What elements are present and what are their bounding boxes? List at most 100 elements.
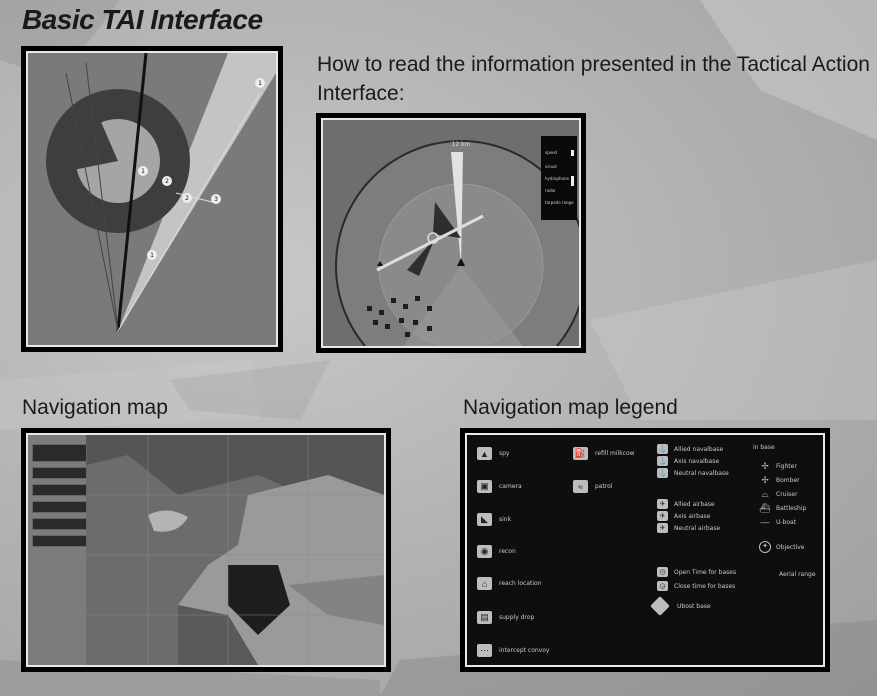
island-landmass — [148, 510, 188, 532]
panel-label-visual: visual — [545, 164, 557, 169]
target-wedge — [407, 238, 435, 276]
marker-1 — [147, 250, 157, 260]
nav-menu-button[interactable] — [32, 484, 87, 496]
legend-item-allied-airbase: ✈ Allied airbase — [657, 499, 715, 509]
nav-map-frame — [21, 428, 391, 672]
view-sector — [403, 266, 523, 346]
convoy-ships — [367, 296, 432, 337]
legend-item-neutral-airbase: ✈ Neutral airbase — [657, 523, 720, 533]
marker-label: 1 — [141, 168, 145, 175]
legend-item-spy: ▲ spy — [477, 447, 510, 460]
legend-item-close-time: ◶ Close time for bases — [657, 581, 735, 591]
legend-item-recon: ◉ recon — [477, 545, 516, 558]
target-wedge — [433, 202, 461, 238]
battleship-icon: ⛴ — [759, 503, 771, 513]
tai-diagram: 1 1 1 2 2 3 — [28, 53, 276, 345]
airbase-icon: ✈ — [657, 523, 668, 533]
nav-legend: ▲ spy ▣ camera ◣ sink ◉ recon ⌂ reach lo… — [467, 435, 823, 665]
uboat-base-icon — [650, 596, 670, 616]
nav-header-panel — [32, 444, 87, 462]
legend-item-patrol: ≈ patrol — [573, 480, 613, 493]
legend-item-supply-drop: ▤ supply drop — [477, 611, 534, 624]
legend-item-neutral-navalbase: ⚓ Neutral navalbase — [657, 468, 729, 478]
marker-label: 1 — [150, 252, 154, 259]
nav-menu-button[interactable] — [32, 467, 87, 479]
legend-item-axis-navalbase: ⚓ Axis navalbase — [657, 456, 720, 466]
marker-label: 1 — [258, 80, 262, 87]
nav-legend-frame: ▲ spy ▣ camera ◣ sink ◉ recon ⌂ reach lo… — [460, 428, 830, 672]
naval-base-icon: ⚓ — [657, 456, 668, 466]
target-marker — [427, 232, 439, 244]
tai-screen: 12 km speed visual hydrophone radar — [323, 120, 579, 346]
aerial-range-label: Aerial range — [779, 571, 816, 578]
connector-line — [175, 192, 217, 204]
timer-icon: ◷ — [657, 567, 668, 577]
marker-1 — [138, 166, 148, 176]
panel-label-radar: radar — [545, 188, 556, 193]
tai-screen-frame: 12 km speed visual hydrophone radar — [316, 113, 586, 353]
patrol-icon: ≈ — [573, 480, 588, 493]
nav-menu-button[interactable] — [32, 535, 87, 547]
panel-label-hydrophone: hydrophone — [545, 176, 570, 181]
unit-header: in base — [753, 444, 775, 451]
legend-item-cruiser: ⌓ Cruiser — [759, 489, 797, 500]
bearing-line — [65, 72, 119, 332]
legend-item-sink: ◣ sink — [477, 513, 511, 526]
range-label: 12 km — [452, 141, 471, 148]
legend-item-uboat: — U-boat — [760, 517, 797, 527]
marker-label: 2 — [165, 178, 169, 185]
bearing-line — [85, 62, 119, 332]
marker-label: 3 — [214, 196, 218, 203]
legend-item-fighter: ✢ Fighter — [759, 461, 797, 472]
legend-item-axis-airbase: ✈ Axis airbase — [657, 511, 710, 521]
legend-item-objective: ✦ Objective — [759, 541, 804, 553]
eastern-region — [288, 575, 384, 625]
legend-item-battleship: ⛴ Battleship — [759, 503, 807, 513]
nav-legend-label: Navigation map legend — [463, 396, 678, 419]
highlighted-territory — [228, 565, 290, 635]
reach-icon: ⌂ — [477, 577, 492, 590]
tai-diagram-frame: 1 1 1 2 2 3 — [21, 46, 283, 352]
fighter-icon: ✢ — [761, 461, 769, 471]
page-title: Basic TAI Interface — [22, 4, 263, 35]
marker-3 — [211, 194, 221, 204]
timer-icon: ◶ — [657, 581, 668, 591]
airbase-icon: ✈ — [657, 511, 668, 521]
camera-icon: ▣ — [477, 480, 492, 493]
southern-region — [178, 605, 258, 665]
nav-menu-button[interactable] — [32, 518, 87, 530]
nav-side-panel — [32, 439, 87, 547]
heading-line — [116, 53, 148, 332]
marker-2 — [182, 193, 192, 203]
legend-item-open-time: ◷ Open Time for bases — [657, 567, 736, 577]
marker-2 — [162, 176, 172, 186]
legend-item-reach-location: ⌂ reach location — [477, 577, 542, 590]
bearing-line — [376, 214, 484, 272]
panel-label-torpedo-range: torpedo range — [545, 200, 574, 205]
bearing-line — [117, 92, 261, 332]
nav-map — [28, 435, 384, 665]
legend-item-bomber: ✢ Bomber — [759, 475, 799, 486]
objective-icon: ✦ — [759, 541, 771, 553]
spy-icon: ▲ — [477, 447, 492, 460]
ship-icon — [457, 258, 465, 266]
bomber-icon: ✢ — [761, 475, 769, 485]
recon-icon: ◉ — [477, 545, 492, 558]
marker-label: 2 — [185, 195, 189, 202]
convoy-icon: ⋯ — [477, 644, 492, 657]
airbase-icon: ✈ — [657, 499, 668, 509]
supply-icon: ▤ — [477, 611, 492, 624]
legend-item-camera: ▣ camera — [477, 480, 522, 493]
refuel-icon: ⛽ — [573, 447, 588, 460]
legend-item-intercept-convoy: ⋯ intercept convoy — [477, 644, 549, 657]
legend-item-refill-milkcow: ⛽ refill milkcow — [573, 447, 635, 460]
naval-base-icon: ⚓ — [657, 444, 668, 454]
legend-item-uboat-base: Ubost base — [650, 596, 711, 616]
nav-menu-button[interactable] — [32, 501, 87, 513]
nav-map-label: Navigation map — [22, 396, 168, 419]
ship-icon — [377, 261, 383, 266]
sector-wedge — [67, 115, 118, 171]
map-grid — [86, 435, 384, 665]
naval-base-icon: ⚓ — [657, 468, 668, 478]
sink-icon: ◣ — [477, 513, 492, 526]
